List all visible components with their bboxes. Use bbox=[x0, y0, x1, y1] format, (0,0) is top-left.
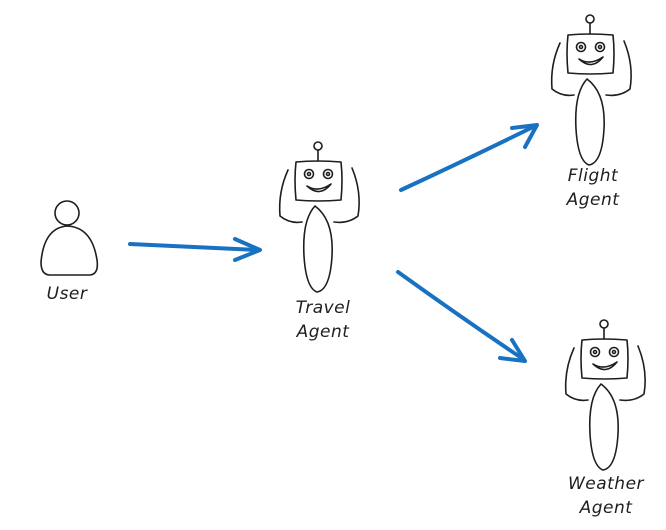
flight-agent-label: Flight Agent bbox=[566, 166, 620, 210]
user-node bbox=[40, 200, 99, 276]
edge-user-to-travel-agent bbox=[128, 237, 262, 262]
user-label: User bbox=[46, 284, 88, 304]
flight-agent-node bbox=[550, 14, 632, 166]
travel-agent-label: Travel Agent bbox=[295, 298, 351, 342]
edge-travel-to-weather-agent bbox=[396, 270, 527, 363]
weather-agent-node bbox=[564, 319, 646, 471]
robot-icon bbox=[278, 141, 360, 293]
weather-agent-label: Weather Agent bbox=[567, 474, 645, 518]
robot-icon bbox=[564, 319, 646, 471]
edge-travel-to-flight-agent bbox=[399, 123, 539, 192]
travel-agent-node bbox=[278, 141, 360, 293]
person-icon bbox=[40, 200, 99, 276]
robot-icon bbox=[550, 14, 632, 166]
